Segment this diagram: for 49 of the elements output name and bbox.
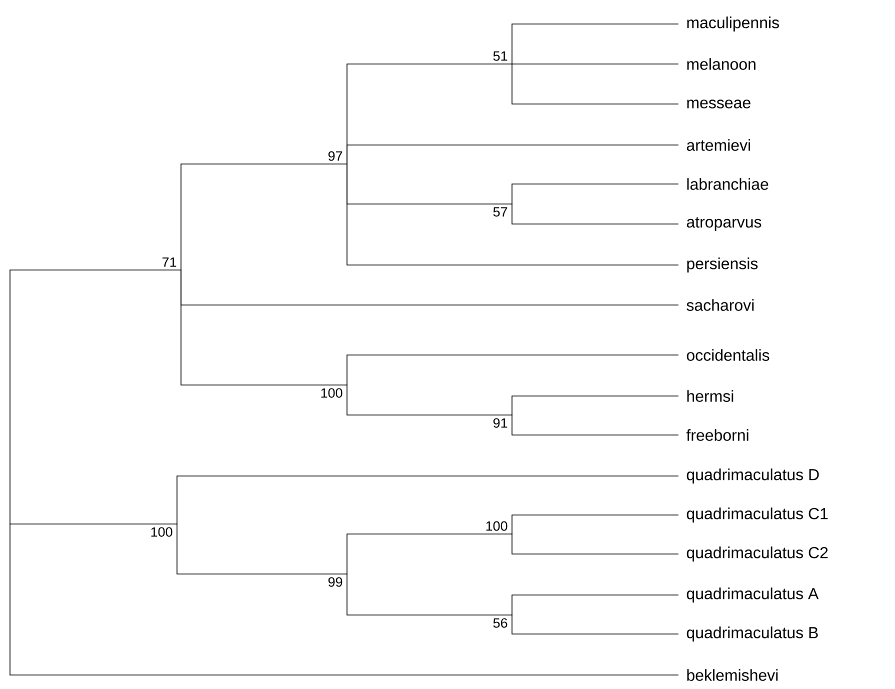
- bootstrap-value: 56: [493, 618, 508, 628]
- taxon-label: labranchiae: [687, 178, 768, 190]
- tree-branch: [346, 384, 512, 416]
- taxon-label: freeborni: [686, 429, 748, 441]
- taxon-label: persiensis: [687, 258, 758, 272]
- taxon-label: maculipennis: [687, 16, 779, 32]
- taxon-label: messeae: [687, 100, 750, 108]
- tree-branch: [346, 144, 678, 164]
- tree-branch: [512, 614, 678, 634]
- taxon-label: quadrimaculatus C1: [686, 508, 828, 522]
- tree-branch: [512, 396, 678, 416]
- tree-branch: [10, 270, 182, 524]
- tree-branch: [176, 524, 348, 574]
- tree-branch: [512, 534, 678, 554]
- taxon-label: beklemishevi: [687, 669, 778, 681]
- taxon-label: quadrimaculatus C2: [686, 546, 828, 562]
- taxon-label: quadrimaculatus A: [686, 588, 819, 602]
- tree-branch: [512, 204, 678, 224]
- taxon-label: hermsi: [687, 390, 734, 402]
- tree-branch: [180, 164, 348, 270]
- tree-branch: [346, 354, 678, 386]
- bootstrap-value: 100: [321, 388, 342, 398]
- tree-branch: [346, 574, 512, 616]
- bootstrap-value: 71: [162, 258, 176, 267]
- tree-branch: [180, 270, 348, 386]
- taxon-label: sacharovi: [686, 299, 754, 311]
- tree-branch: [512, 514, 678, 534]
- bootstrap-value: 51: [493, 51, 508, 61]
- tree-branch: [176, 476, 678, 524]
- taxon-label: artemievi: [686, 139, 750, 151]
- taxon-label: quadrimaculatus B: [686, 626, 818, 642]
- tree-branch: [512, 184, 678, 204]
- tree-branch: [512, 64, 678, 104]
- taxon-label: melanoon: [687, 58, 756, 70]
- bootstrap-value: 91: [493, 418, 508, 428]
- tree-branch: [512, 24, 678, 64]
- bootstrap-value: 97: [328, 151, 342, 161]
- tree-branch: [512, 414, 678, 436]
- bootstrap-value: 100: [151, 527, 172, 537]
- bootstrap-value: 100: [486, 521, 508, 531]
- taxon-label: atroparvus: [686, 217, 762, 231]
- tree-branch: [512, 594, 678, 616]
- tree-branch: [346, 164, 678, 266]
- tree-branch: [10, 524, 678, 676]
- tree-branch: [346, 534, 512, 574]
- taxon-label: occidentalis: [686, 349, 770, 361]
- bootstrap-value: 99: [328, 577, 342, 587]
- bootstrap-value: 57: [493, 207, 508, 217]
- taxon-label: quadrimaculatus D: [686, 468, 819, 484]
